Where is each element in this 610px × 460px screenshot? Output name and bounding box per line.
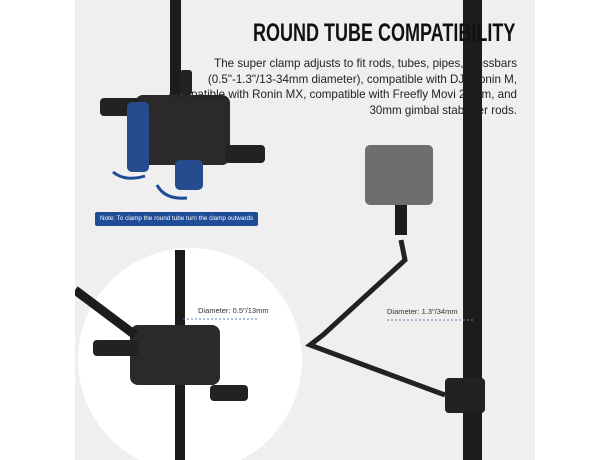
product-illustration [75, 0, 485, 460]
super-clamp-detail [75, 286, 248, 401]
phone [365, 145, 433, 205]
diameter-large-label: Diameter: 1.3"/34mm [387, 307, 458, 316]
phone-mount [395, 205, 407, 235]
pole [463, 0, 482, 460]
magic-arm [304, 239, 446, 398]
super-clamp-top [100, 70, 265, 190]
description: The super clamp adjusts to fit rods, tub… [169, 57, 517, 117]
product-image-panel: Note: To clamp the round tube turn the c… [75, 0, 535, 460]
note-banner: Note: To clamp the round tube turn the c… [95, 212, 259, 226]
diameter-small-label: Diameter: 0.5"/13mm [198, 306, 269, 315]
rod-top [170, 0, 181, 115]
page-title: ROUND TUBE COMPATIBILITY [252, 19, 515, 47]
pole-clamp [445, 378, 485, 413]
rotate-arrow-icon [155, 184, 188, 200]
rotate-arrow-icon [112, 170, 146, 180]
